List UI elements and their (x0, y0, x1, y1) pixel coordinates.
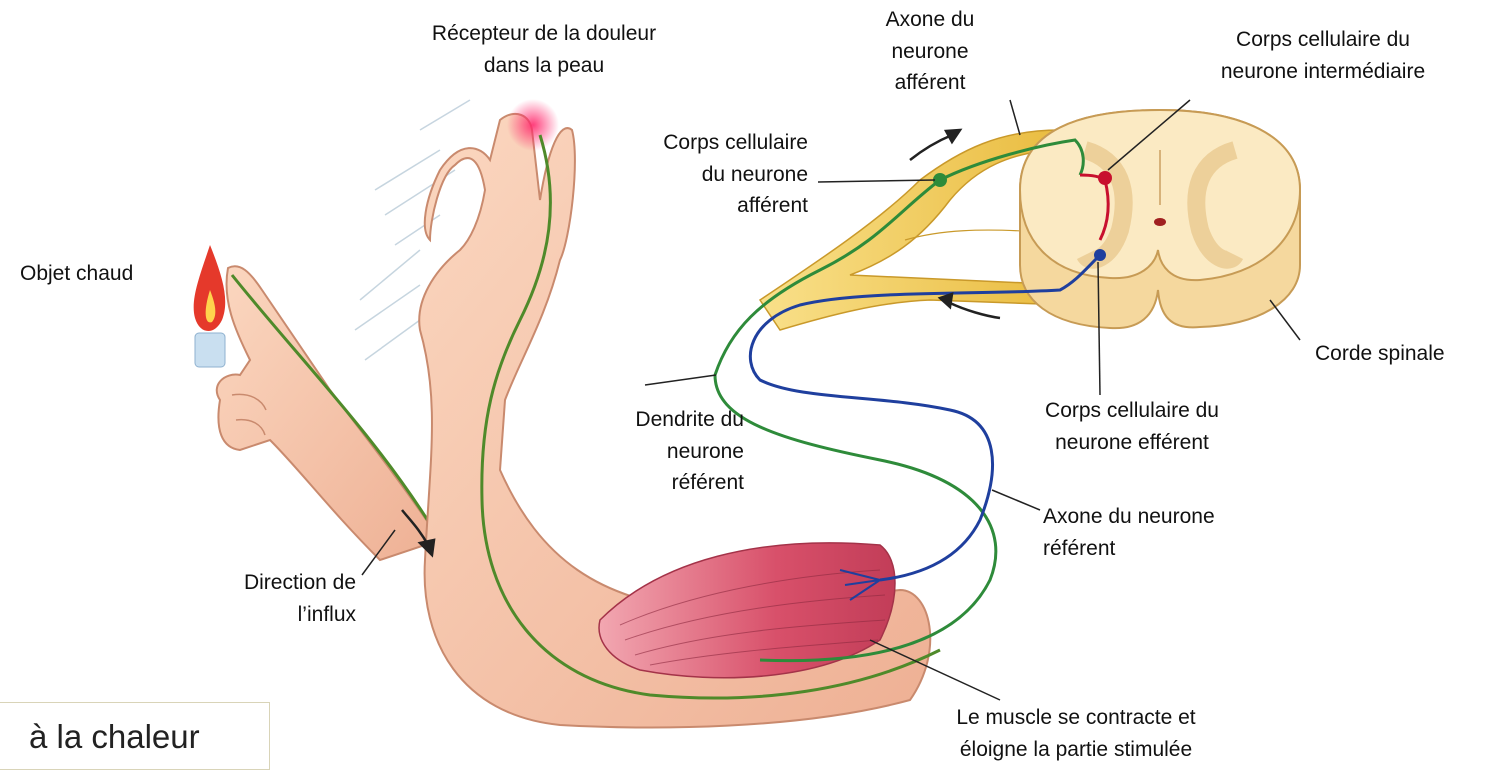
label-line: Le muscle se contracte et (925, 702, 1227, 734)
candle-icon (194, 245, 226, 367)
label-line: Axone du neurone (1043, 501, 1215, 533)
label-impulse-direction: Direction de l’influx (180, 567, 356, 630)
label-spinal-cord: Corde spinale (1315, 338, 1445, 370)
label-line: neurone (860, 36, 1000, 68)
label-line: Direction de (180, 567, 356, 599)
label-line: Corps cellulaire (590, 127, 808, 159)
label-efferent-body: Corps cellulaire du neurone efférent (1000, 395, 1264, 458)
label-line: Objet chaud (20, 258, 133, 290)
label-muscle: Le muscle se contracte et éloigne la par… (925, 702, 1227, 765)
label-afferent-body: Corps cellulaire du neurone afférent (590, 127, 808, 222)
label-line: afférent (590, 190, 808, 222)
label-line: Corps cellulaire du (1162, 24, 1484, 56)
label-pain-receptor: Récepteur de la douleur dans la peau (386, 18, 702, 81)
label-hot-object: Objet chaud (20, 258, 133, 290)
label-line: référent (560, 467, 744, 499)
label-interneuron-body: Corps cellulaire du neurone intermédiair… (1162, 24, 1484, 87)
caption-text: à la chaleur (0, 702, 270, 770)
label-line: neurone efférent (1000, 427, 1264, 459)
label-line: référent (1043, 533, 1215, 565)
label-line: neurone intermédiaire (1162, 56, 1484, 88)
label-afferent-axon: Axone du neurone afférent (860, 4, 1000, 99)
label-line: afférent (860, 67, 1000, 99)
label-line: Corps cellulaire du (1000, 395, 1264, 427)
label-dendrite: Dendrite du neurone référent (560, 404, 744, 499)
label-line: éloigne la partie stimulée (925, 734, 1227, 766)
label-axon-referent: Axone du neurone référent (1043, 501, 1215, 564)
label-line: Récepteur de la douleur (386, 18, 702, 50)
label-line: neurone (560, 436, 744, 468)
label-line: du neurone (590, 159, 808, 191)
label-line: l’influx (180, 599, 356, 631)
label-line: dans la peau (386, 50, 702, 82)
label-line: Corde spinale (1315, 338, 1445, 370)
label-line: Dendrite du (560, 404, 744, 436)
label-line: Axone du (860, 4, 1000, 36)
